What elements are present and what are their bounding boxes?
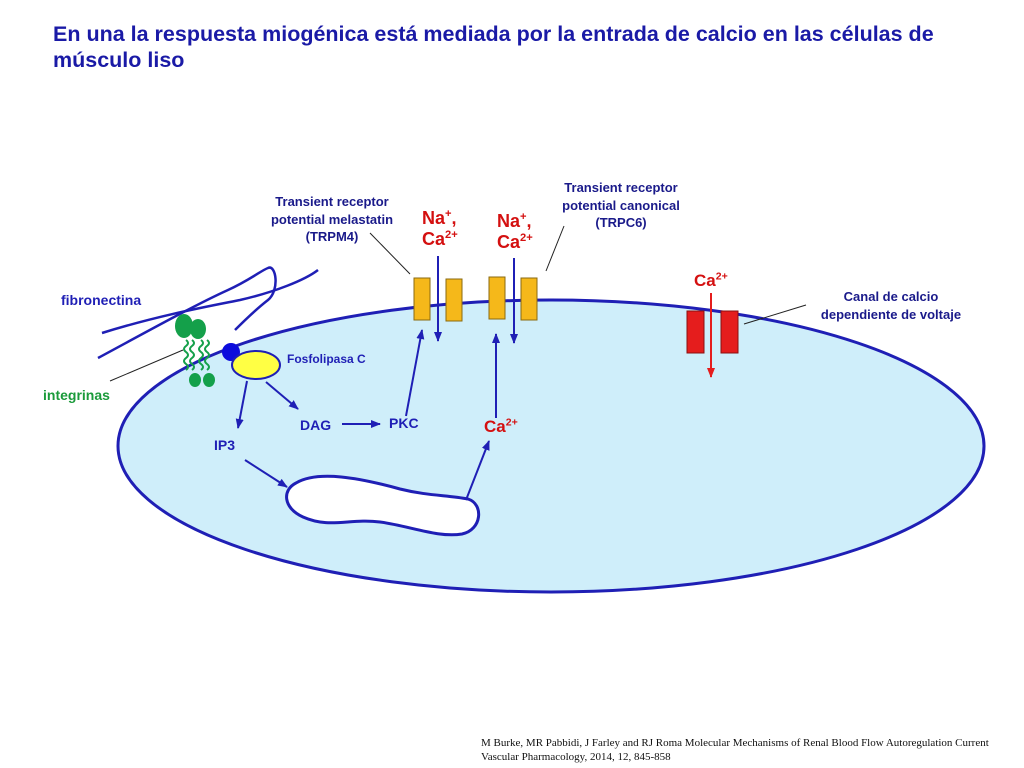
integrins-label: integrinas <box>43 387 110 403</box>
voltage-channel-left <box>686 310 705 354</box>
fibronectin-fiber <box>101 269 319 335</box>
sarcoplasmic-reticulum <box>285 474 480 537</box>
callout-line-voltage-channel <box>743 304 807 325</box>
trpc6-channel-left <box>488 276 506 320</box>
ip3-label: IP3 <box>214 437 236 453</box>
ca-ion-label-voltage: Ca2+ <box>694 270 728 290</box>
callout-line-integrins <box>109 349 184 382</box>
trpm4-channel-left <box>413 277 431 321</box>
plc-to-dag-arrow <box>265 381 299 410</box>
cell-membrane <box>116 298 986 594</box>
trpc6-channel-right <box>520 277 538 321</box>
voltage-channel-label: Canal de calcio dependiente de voltaje <box>820 289 962 322</box>
trpc6-label: Transient receptor potential canonical (… <box>562 180 680 231</box>
plc-to-ip3-arrow <box>235 380 248 429</box>
callout-line-trpm4 <box>369 232 411 275</box>
voltage-channel-right <box>720 310 739 354</box>
trpm4-label: Transient receptor potential melastatin … <box>270 194 394 245</box>
citation: M Burke, MR Pabbidi, J Farley and RJ Rom… <box>481 737 989 764</box>
na-ca-ion-label-trpm4: Na+, Ca2+ <box>422 208 458 249</box>
pkc-label: PKC <box>389 415 419 431</box>
integrin-icon <box>175 314 215 387</box>
ca-ion-label-cytosol: Ca2+ <box>484 416 518 436</box>
reticulum-to-ca-arrow <box>465 440 490 501</box>
na-ca-ion-label-trpc6: Na+, Ca2+ <box>497 211 533 252</box>
phospholipase-c-icon <box>231 350 281 380</box>
fibronectin-label: fibronectina <box>61 292 142 308</box>
dag-label: DAG <box>300 417 332 433</box>
fibronectin-fiber <box>97 266 277 360</box>
ip3-to-reticulum-arrow <box>244 459 288 488</box>
callout-line-trpc6 <box>545 225 565 272</box>
page-title: En una la respuesta miogénica está media… <box>53 22 934 72</box>
trpm4-channel-right <box>445 278 463 322</box>
phospholipase-c-label: Fosfolipasa C <box>287 352 366 366</box>
pkc-to-trpm4-arrow <box>405 329 425 417</box>
